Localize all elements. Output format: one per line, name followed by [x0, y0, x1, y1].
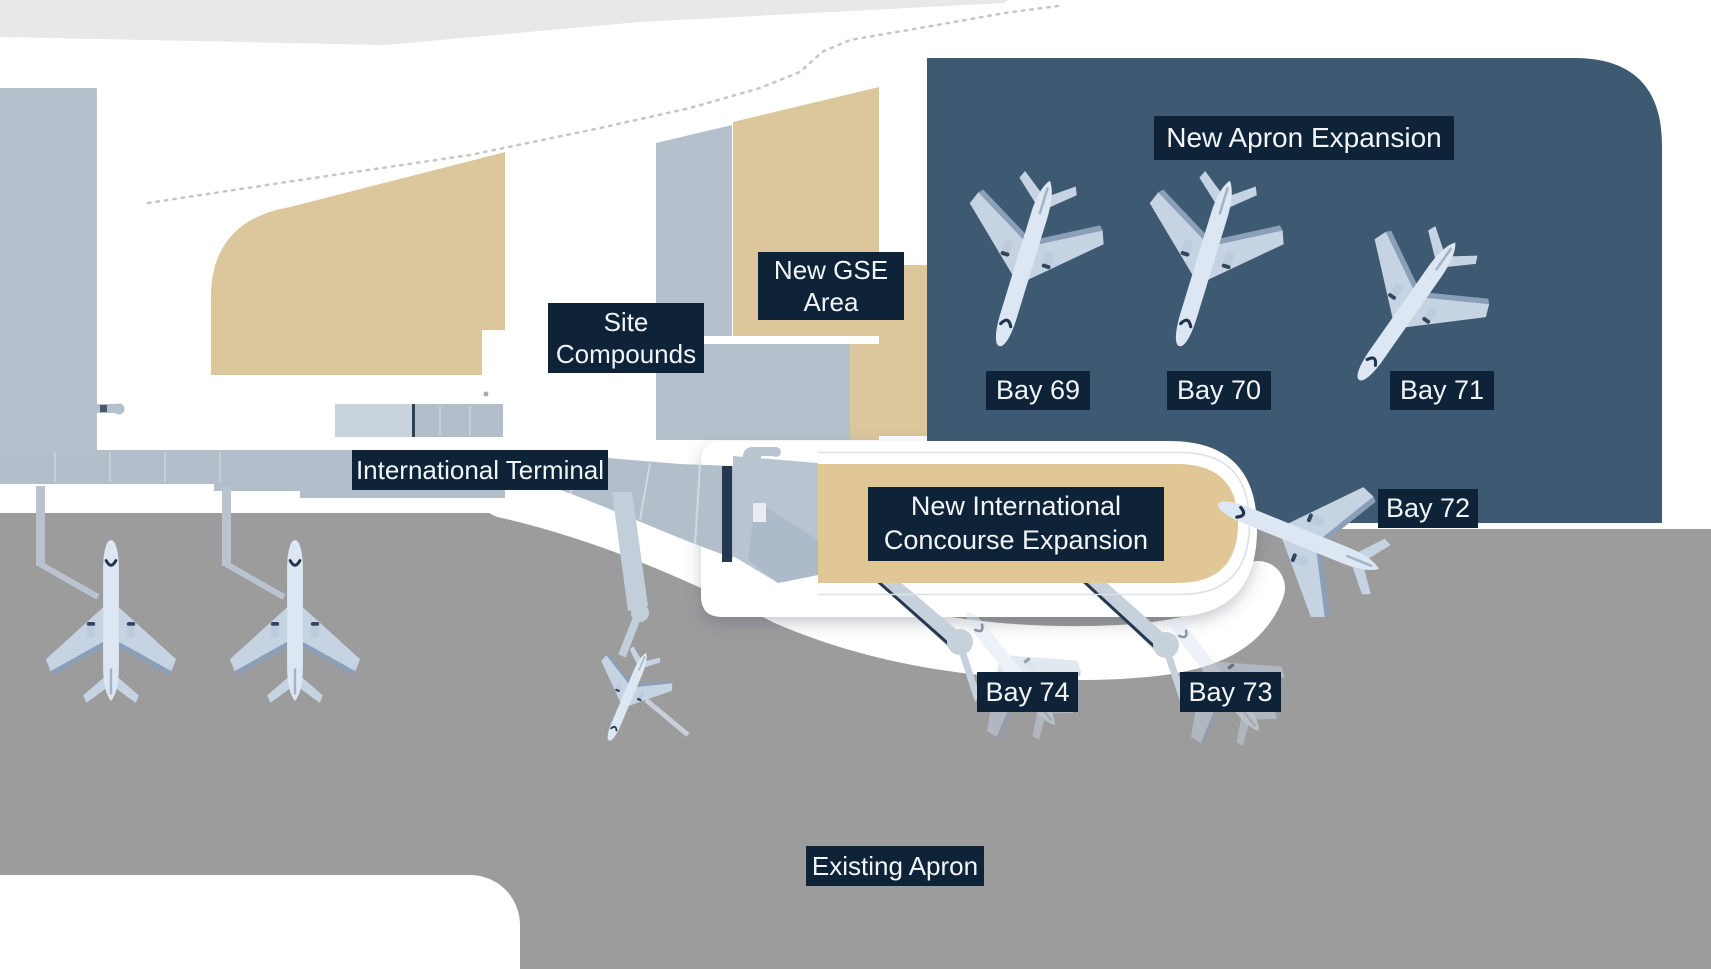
small-marker-dot: [483, 391, 489, 397]
label-bay-69: Bay 69: [986, 371, 1090, 410]
label-concourse-line1: New International: [910, 491, 1122, 522]
terminal-left-hook-detail: [100, 405, 107, 412]
satellite-door: [753, 503, 766, 522]
label-new-apron-expansion: New Apron Expansion: [1154, 116, 1454, 160]
label-bay-73: Bay 73: [1180, 672, 1281, 712]
dotted-boundary-line: [146, 4, 1060, 205]
construction-area-west: [211, 152, 505, 375]
site-compound-column: [656, 125, 732, 336]
jet-bridge-pier: [612, 492, 690, 737]
label-new-gse-area: New GSE Area: [758, 252, 904, 320]
label-new-gse-line2: Area: [803, 287, 859, 317]
jet-bridge-bay74: [872, 575, 982, 702]
terminal-band-step1: [214, 484, 304, 491]
jet-bridges-west: [36, 486, 286, 600]
satellite-dark-edge: [722, 466, 732, 562]
label-bay-72: Bay 72: [1378, 489, 1478, 528]
gse-tan-south-strip: [850, 344, 879, 440]
label-concourse-line2: Concourse Expansion: [883, 525, 1149, 555]
existing-apron-west-strip: [0, 513, 595, 530]
label-new-gse-line1: New GSE: [773, 254, 889, 285]
label-concourse-expansion: New International Concourse Expansion: [868, 487, 1164, 561]
label-international-terminal: International Terminal: [352, 450, 608, 490]
label-site-compounds: Site Compounds: [548, 303, 704, 373]
label-site-compounds-line1: Site: [603, 306, 649, 337]
label-bay-74: Bay 74: [977, 672, 1078, 712]
label-bay-71: Bay 71: [1390, 371, 1494, 410]
terminal-roof-light: [335, 404, 414, 437]
label-bay-70: Bay 70: [1167, 371, 1271, 410]
terminal-band-seams: [54, 406, 471, 482]
compound-gap: [656, 336, 879, 344]
apron-cutout: [0, 875, 520, 969]
top-road-band: [0, 0, 1008, 45]
terminal-roof-edge: [412, 404, 415, 437]
label-existing-apron: Existing Apron: [806, 846, 984, 886]
terminal-roof-east: [415, 404, 503, 437]
satellite-hook: [743, 447, 781, 465]
label-site-compounds-line2: Compounds: [555, 339, 697, 369]
terminal-left-building: [0, 88, 97, 458]
terminal-left-hook-end: [113, 403, 125, 415]
